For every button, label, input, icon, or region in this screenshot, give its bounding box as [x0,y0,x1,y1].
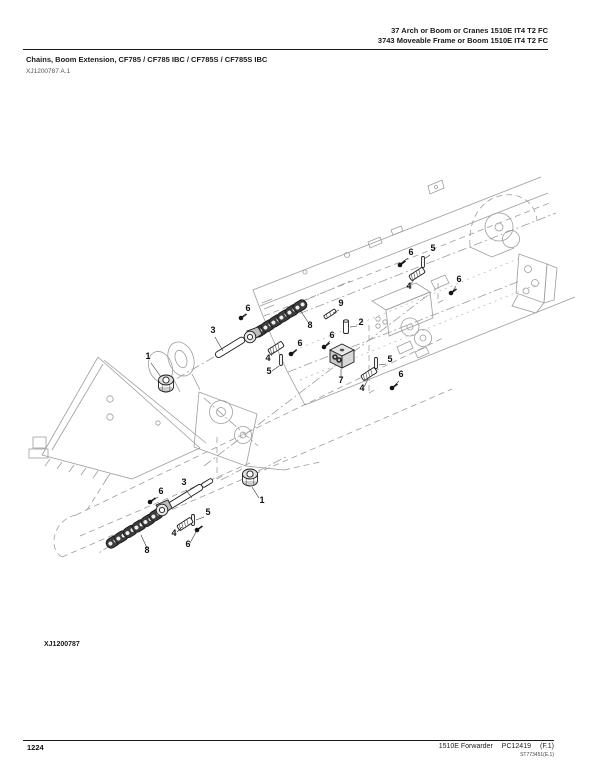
header-section-line1: 37 Arch or Boom or Cranes 1510E IT4 T2 F… [391,26,548,35]
callout-label: 6 [398,369,403,379]
spring-pin-4-top [408,266,426,282]
callout-label: 6 [297,338,302,348]
pin-5-mid [279,354,283,366]
nut-1-lower [242,468,258,487]
ground-hatch [44,458,111,482]
spring-pin-9 [323,308,337,320]
callout-label: 7 [338,375,343,385]
pin-2 [343,319,349,334]
footer-model: 1510E Forwarder [438,743,493,750]
callout-label: 6 [245,303,250,313]
footer-right: 1510E Forwarder PC12419 (F.1) [439,743,554,750]
page-title: Chains, Boom Extension, CF785 / CF785 IB… [26,55,268,64]
pin-5-right [374,357,378,369]
callout-label: 6 [456,274,461,284]
link-block-7 [328,343,356,369]
callout-label: 5 [430,243,435,253]
callout-label: 8 [307,320,312,330]
figure-code: XJ1200787 [44,641,80,648]
callout-label: 3 [181,477,186,487]
callout-label: 6 [158,486,163,496]
callout-label: 2 [358,317,363,327]
callout-label: 1 [259,495,264,505]
callout-label: 8 [144,545,149,555]
callout-label: 5 [205,507,210,517]
bolt-6-top-a [396,260,407,269]
header-section-line2: 3743 Moveable Frame or Boom 1510E IT4 T2… [377,35,548,45]
chain-part-8-lower [103,506,166,551]
nut-1-upper [158,374,174,393]
upper-boom-frame [252,176,576,406]
callout-label: 6 [408,247,413,257]
drawing-reference: XJ1200787 A.1 [26,68,71,75]
adjusting-rod-3-upper [215,326,263,359]
page-number: 1224 [27,743,44,752]
callout-label: 5 [387,354,392,364]
callout-label: 4 [359,383,364,393]
callout-leader-lines [140,254,457,549]
pin-5-top [421,256,425,268]
callout-label: 5 [266,366,271,376]
footer-doc-code: ST773451(E.1) [520,752,554,758]
bolt-6-lower-a [146,497,157,506]
callout-labels: 6 5 4 6 9 2 6 8 6 3 4 6 5 7 5 4 6 1 1 3 … [144,243,461,555]
bolt-6-lower-b [193,525,204,534]
callout-label: 9 [338,298,343,308]
bolt-6-mid-b [320,342,331,351]
callout-label: 4 [171,528,176,538]
bolt-6-top-b [447,288,458,297]
adjusting-rod-3-lower [155,478,214,517]
bolt-6-right [388,383,399,392]
base-frame [28,341,321,482]
sheave-housing [469,194,538,258]
page-header: 37 Arch or Boom or Cranes 1510E IT4 T2 F… [23,26,548,45]
callout-label: 6 [329,330,334,340]
boom-end-bracket [511,253,558,314]
footer-rule [23,740,554,741]
spring-pin-4-lower [176,516,194,532]
callout-label: 3 [210,325,215,335]
footer-catalog-number: PC12419 [501,743,531,750]
callout-label: 1 [145,351,150,361]
header-rule [23,49,548,50]
callout-label: 4 [406,281,411,291]
chain-anchor-housing [371,274,450,359]
callout-label: 6 [185,539,190,549]
callout-label: 4 [265,353,270,363]
footer-revision: (F.1) [540,743,554,750]
